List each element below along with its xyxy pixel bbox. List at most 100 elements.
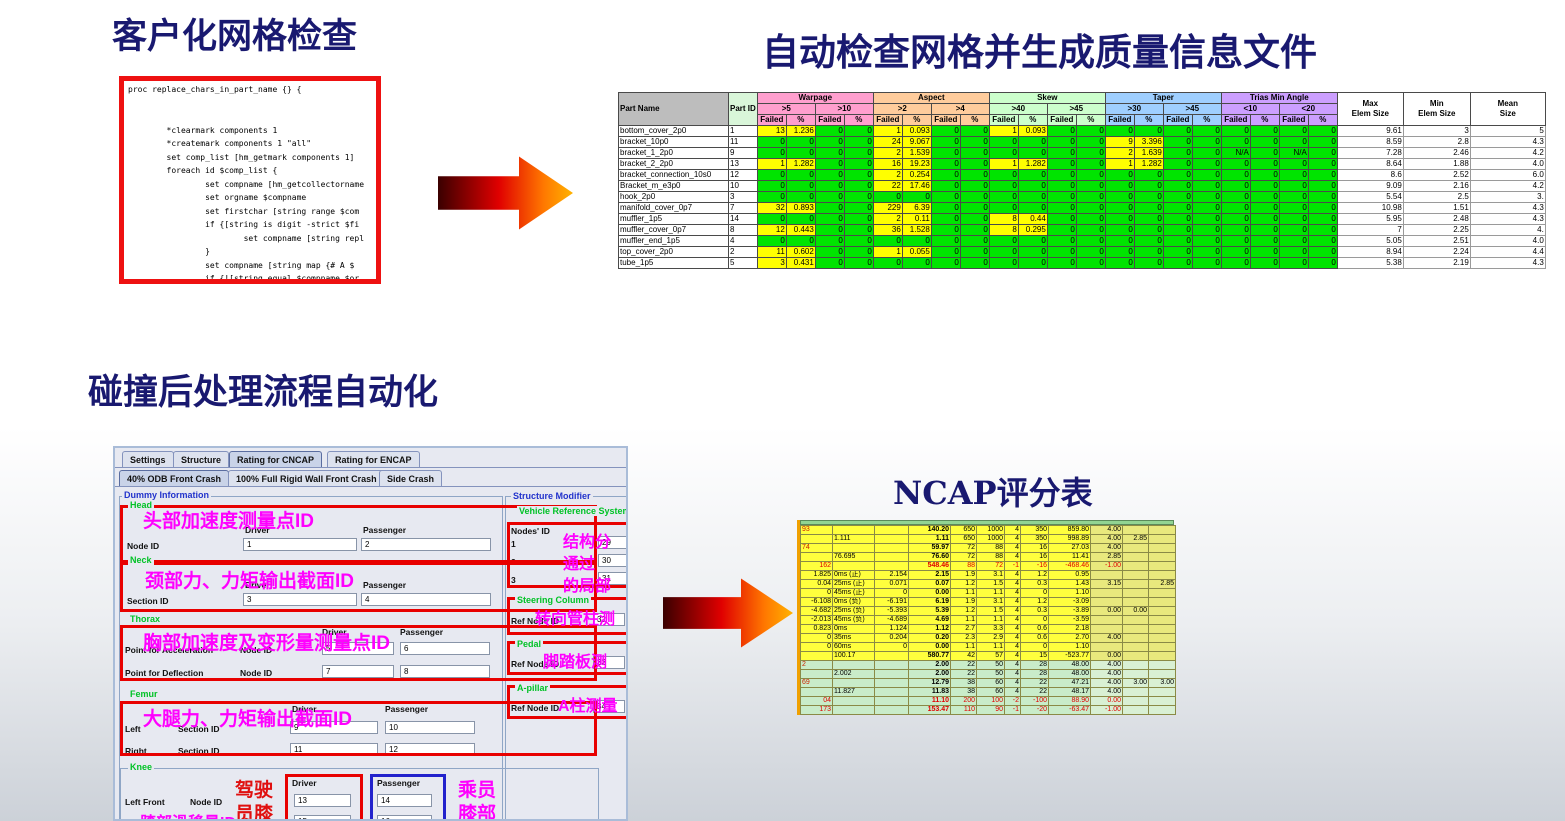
mesh-table-cell: 0	[1220, 224, 1251, 236]
mesh-table-cell: 0	[1046, 125, 1077, 137]
ncap-table-cell: 3.3	[976, 624, 1005, 634]
ncap-table-cell	[1090, 597, 1123, 607]
mesh-table-cell: 4	[728, 235, 758, 247]
mesh-header-cell: >30	[1104, 103, 1164, 115]
ncap-table-cell: 0	[1020, 588, 1049, 598]
mesh-table-cell: 0	[756, 136, 787, 148]
mesh-table-cell: 4.3	[1469, 213, 1546, 225]
mesh-table-cell: 1.88	[1402, 158, 1471, 170]
mesh-table-cell: 0	[1075, 213, 1106, 225]
ncap-table-cell: 3.00	[1148, 678, 1176, 688]
mesh-table-cell: 1	[728, 125, 758, 137]
tab-rating-encap[interactable]: Rating for ENCAP	[327, 451, 420, 468]
mesh-header-cell: >2	[872, 103, 932, 115]
ncap-table-cell: 1.5	[976, 579, 1005, 589]
tab-structure[interactable]: Structure	[173, 451, 230, 468]
tab-settings[interactable]: Settings	[122, 451, 174, 468]
ncap-table-cell: 4	[1004, 597, 1021, 607]
knee-left-rear-passenger-field[interactable]: 16	[377, 815, 432, 819]
ncap-table-cell: 0.3	[1020, 579, 1049, 589]
ncap-table-cell: 548.46	[908, 561, 951, 571]
mesh-header-cell: Failed	[1220, 114, 1251, 126]
ncap-table-cell: 48.00	[1048, 660, 1091, 670]
mesh-table-cell: 0	[843, 202, 874, 214]
mesh-table-cell: 0	[1278, 235, 1309, 247]
knee-left-rear-driver-field[interactable]: 15	[294, 815, 351, 819]
head-driver-node-id-field[interactable]: 1	[243, 538, 357, 551]
ncap-table-cell: -4.689	[874, 615, 909, 625]
ncap-table-cell	[874, 705, 909, 715]
knee-passenger-col-label: Passenger	[377, 778, 420, 788]
ncap-table-cell: -20	[1020, 705, 1049, 715]
head-passenger-node-id-field[interactable]: 2	[361, 538, 491, 551]
ncap-table-cell: 0	[1020, 615, 1049, 625]
mesh-header-cell: Failed	[988, 114, 1019, 126]
mesh-header-cell: Failed	[756, 114, 787, 126]
vrs-node1-field[interactable]: 29	[598, 536, 626, 549]
mesh-table-cell: top_cover_2p0	[618, 246, 729, 258]
mesh-table-cell: 8	[728, 224, 758, 236]
vrs-node3-field[interactable]: 31	[598, 572, 626, 585]
knee-left-front-passenger-field[interactable]: 14	[377, 794, 432, 807]
mesh-table-cell: 5.05	[1336, 235, 1404, 247]
mesh-table-cell: 8.94	[1336, 246, 1404, 258]
pedal-ref-node-field[interactable]: 33	[593, 656, 625, 669]
knee-left-front-driver-field[interactable]: 13	[294, 794, 351, 807]
subtab-side-crash[interactable]: Side Crash	[379, 470, 443, 487]
mesh-table-cell: 0	[843, 191, 874, 203]
ncap-table-cell	[1148, 687, 1176, 697]
thorax-accel-passenger-field[interactable]: 6	[400, 642, 490, 655]
vrs-annotation-line3: 的局部	[563, 578, 612, 595]
neck-driver-section-id-field[interactable]: 3	[243, 593, 357, 606]
thorax-deflect-passenger-field[interactable]: 8	[400, 665, 490, 678]
mesh-table-cell: 0	[930, 202, 961, 214]
mesh-table-cell: 0.093	[1017, 125, 1048, 137]
thorax-deflect-driver-field[interactable]: 7	[322, 665, 394, 678]
mesh-table-cell: muffler_cover_0p7	[618, 224, 729, 236]
subtab-100-rigid-wall[interactable]: 100% Full Rigid Wall Front Crash	[228, 470, 385, 487]
vrs-row1-number: 1	[511, 539, 516, 549]
knee-groupbox	[120, 768, 599, 819]
mesh-table-cell: 14	[728, 213, 758, 225]
mesh-header-cell: Max Elem Size	[1336, 92, 1404, 126]
femur-left-driver-field[interactable]: 9	[290, 721, 378, 734]
thorax-accel-driver-field[interactable]: 5	[322, 642, 394, 655]
ncap-table-cell: 45ms (负)	[832, 615, 875, 625]
mesh-table-cell: 8.64	[1336, 158, 1404, 170]
ncap-table-cell: 11.41	[1048, 552, 1091, 562]
ncap-table-cell	[800, 651, 833, 661]
mesh-table-cell: 4.2	[1469, 180, 1546, 192]
thorax-annotation: 胸部加速度及变形量测量点ID	[143, 633, 391, 654]
mesh-table-cell: 0	[930, 147, 961, 159]
mesh-table-cell: 0	[1075, 246, 1106, 258]
neck-driver-col-label: Driver	[245, 580, 270, 590]
femur-left-passenger-field[interactable]: 10	[385, 721, 475, 734]
mesh-header-cell: %	[959, 114, 990, 126]
neck-passenger-section-id-field[interactable]: 4	[361, 593, 491, 606]
ncap-table-cell: 0.00	[1090, 606, 1123, 616]
mesh-table-cell: 10.98	[1336, 202, 1404, 214]
ncap-table-cell: 2.85	[1148, 579, 1176, 589]
ncap-table-cell: 1.825	[800, 570, 833, 580]
ncap-table-cell: 69	[800, 678, 833, 688]
mesh-table-cell: 0	[930, 235, 961, 247]
ncap-table-cell: -5.393	[874, 606, 909, 616]
mesh-table-cell: 4.4	[1469, 246, 1546, 258]
subtab-40-odb[interactable]: 40% ODB Front Crash	[119, 470, 230, 487]
steering-ref-node-field[interactable]: 32	[593, 613, 625, 626]
ncap-table-cell: 1.9	[950, 597, 977, 607]
ncap-table-cell: 4.00	[1090, 669, 1123, 679]
mesh-table-cell: 3	[756, 257, 787, 269]
ncap-table-cell: 76.60	[908, 552, 951, 562]
ncap-table-cell	[1122, 669, 1149, 679]
mesh-table-cell: 0	[1162, 246, 1193, 258]
vrs-node2-field[interactable]: 30	[598, 554, 626, 567]
arrow-right-bottom	[663, 578, 793, 648]
mesh-table-cell: 0	[785, 213, 816, 225]
tab-rating-cncap[interactable]: Rating for CNCAP	[229, 451, 322, 468]
mesh-table-cell: 8	[988, 224, 1019, 236]
mesh-table-cell: 9.09	[1336, 180, 1404, 192]
apillar-ref-node-field[interactable]: 34	[593, 700, 625, 713]
mesh-table-cell: 0	[814, 224, 845, 236]
